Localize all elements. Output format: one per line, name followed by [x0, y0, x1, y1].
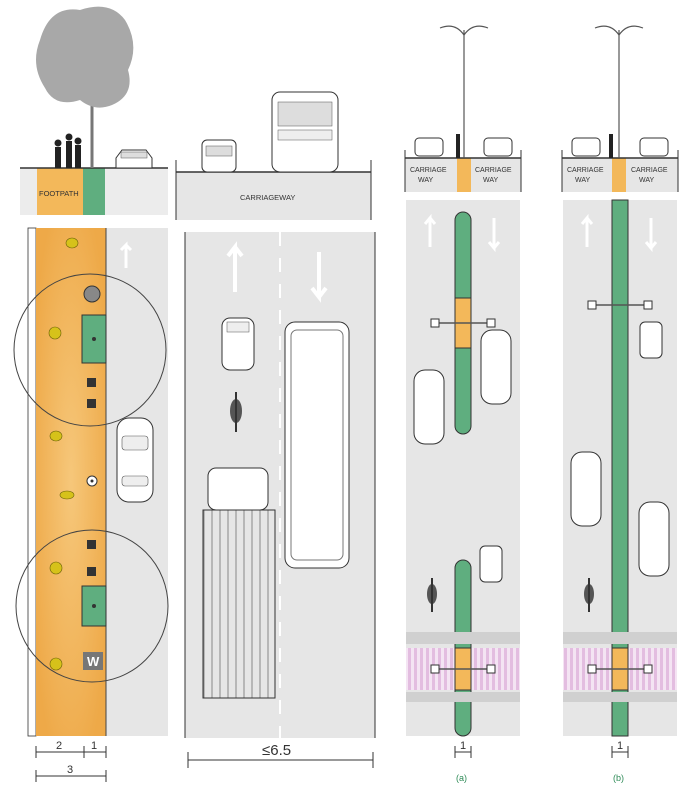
- bus-topview-icon: [284, 321, 350, 569]
- car-topview-icon: [413, 369, 445, 445]
- median-a-panel: CARRIAGE WAY CARRIAGE WAY: [404, 25, 522, 783]
- pedestrian-icon: [456, 134, 460, 158]
- pedestrians-icon: [54, 133, 82, 168]
- car-elevation-icon: [639, 137, 669, 157]
- tree-canopy-outline: [13, 273, 167, 427]
- footpath-section-elevation: FOOTPATH: [20, 167, 168, 217]
- footpath-section-band: [37, 168, 83, 216]
- car-topview-icon: [638, 501, 670, 577]
- pedestrian-topview-icons: [48, 237, 79, 671]
- arrow-up-icon: [226, 241, 244, 292]
- cyclist-icon: [584, 578, 594, 612]
- dim-total-width: 3: [67, 764, 73, 776]
- street-lamp-icon: [594, 25, 644, 158]
- median-a-plan: [406, 200, 520, 737]
- arrow-up-icon: [119, 241, 133, 268]
- car-elevation-icon: [414, 137, 444, 157]
- dim-median-a-width: 1: [460, 740, 466, 752]
- van-topview-icon: [639, 321, 663, 359]
- green-strip-section: [83, 168, 105, 216]
- trash-bin-icon: [83, 285, 101, 303]
- footpath-plan: W: [13, 227, 169, 737]
- carriageway-left-label: CARRIAGE: [410, 167, 447, 174]
- car-topview-icon: [570, 451, 602, 527]
- median-a-section-elevation: CARRIAGE WAY CARRIAGE WAY: [404, 25, 522, 192]
- svg-text:WAY: WAY: [483, 177, 498, 184]
- median-b-plan: [563, 199, 677, 737]
- caption-b: (b): [613, 773, 624, 783]
- arrow-up-icon: [423, 213, 437, 247]
- dim-strip-width: 1: [91, 740, 97, 752]
- carriageway-left-label: CARRIAGE: [567, 167, 604, 174]
- car-elevation-icon: [483, 137, 513, 157]
- median-b-section-elevation: CARRIAGE WAY CARRIAGE WAY: [561, 25, 679, 192]
- car-elevation-icon: [115, 149, 153, 169]
- median-a-dimension: [454, 746, 472, 758]
- median-b-panel: CARRIAGE WAY CARRIAGE WAY: [561, 25, 679, 783]
- carriageway-section-elevation: CARRIAGEWAY: [175, 160, 372, 220]
- svg-text:WAY: WAY: [418, 177, 433, 184]
- car-elevation-icon: [571, 137, 601, 157]
- dim-carriageway-width: ≤6.5: [262, 742, 291, 759]
- arrow-down-icon: [487, 218, 501, 253]
- tree-canopy-outline: [15, 529, 169, 683]
- carriageway-plan: [184, 232, 376, 738]
- median-strip: [611, 199, 629, 737]
- carriageway-right-label: CARRIAGE: [475, 167, 512, 174]
- carriageway-right-label: CARRIAGE: [631, 167, 668, 174]
- cyclist-icon: [230, 392, 242, 432]
- van-topview-icon: [221, 317, 255, 371]
- bollard-icon: [87, 399, 96, 408]
- dim-footpath-width: 2: [56, 740, 62, 752]
- bollard-icon: [87, 567, 96, 576]
- pedestrian-icon: [609, 134, 613, 158]
- arrow-up-icon: [580, 213, 594, 247]
- median-b-dimension: [611, 746, 629, 758]
- carriageway-panel: CARRIAGEWAY: [175, 91, 376, 768]
- carriageway-label: CARRIAGEWAY: [240, 193, 295, 202]
- truck-topview-icon: [202, 467, 276, 699]
- bollard-icon: [87, 378, 96, 387]
- arrow-down-icon: [644, 218, 658, 253]
- footpath-dimensions: [35, 746, 107, 782]
- car-topview-icon: [480, 329, 512, 405]
- carriageway-dimension: [187, 752, 374, 768]
- dim-median-b-width: 1: [617, 740, 623, 752]
- cyclist-icon: [427, 578, 437, 612]
- van-elevation-icon: [201, 139, 237, 173]
- waste-bin-label: W: [87, 654, 100, 669]
- bollard-icon: [87, 540, 96, 549]
- arrow-down-icon: [310, 252, 328, 303]
- bus-elevation-icon: [271, 91, 339, 173]
- footpath-panel: FOOTPATH: [13, 6, 169, 782]
- van-topview-icon: [479, 545, 503, 583]
- street-lamp-icon: [439, 25, 489, 158]
- svg-text:WAY: WAY: [575, 177, 590, 184]
- tree-icon: [36, 6, 134, 168]
- svg-text:WAY: WAY: [639, 177, 654, 184]
- car-topview-icon: [116, 417, 154, 503]
- footpath-label: FOOTPATH: [39, 189, 79, 198]
- waste-bin-icon: [83, 652, 103, 670]
- caption-a: (a): [456, 773, 467, 783]
